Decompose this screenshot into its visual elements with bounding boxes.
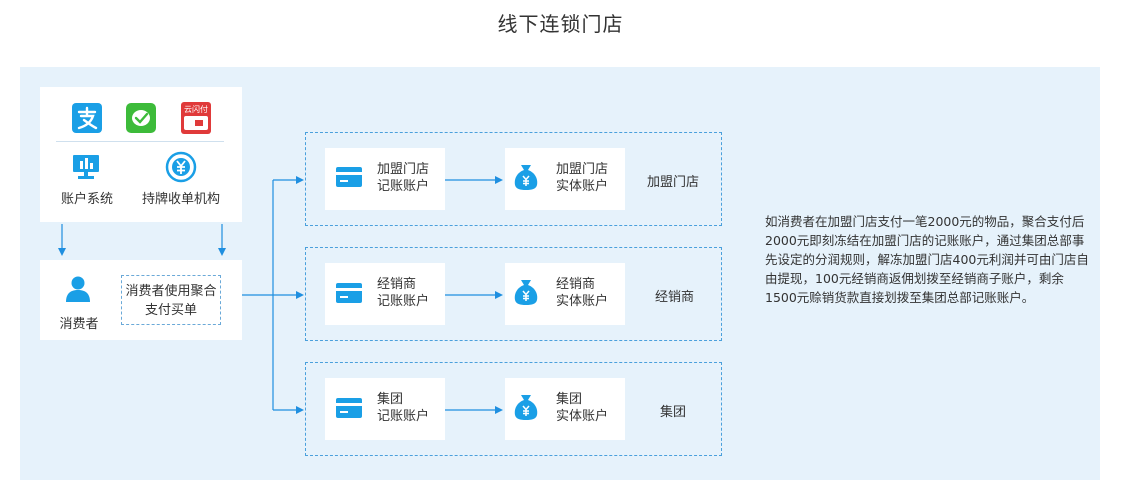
group-label: 集团 [660,405,687,420]
description-text: 如消费者在加盟门店支付一笔2000元的物品，聚合支付后2000元即刻冻结在加盟门… [765,214,1089,305]
account-system-label: 账户系统 [60,192,113,207]
consumer-label: 消费者 [59,317,99,332]
real-account-line1: 集团 [556,392,583,407]
computer-monitor-icon [73,155,99,179]
virtual-account-line2: 记账账户 [377,294,430,309]
card-icon [336,283,362,303]
money-bag-icon [514,165,538,190]
money-bag-icon [514,280,538,305]
unionpay-quickpass-icon [181,102,211,134]
money-bag-icon [514,395,538,420]
virtual-account-line1: 经销商 [377,277,417,292]
card-icon [336,167,362,187]
virtual-account-line1: 集团 [377,392,404,407]
virtual-account-line2: 记账账户 [377,409,430,424]
unionpay-badge-text: 云闪付 [184,105,208,114]
distributor-group [305,247,722,341]
real-account-line2: 实体账户 [556,409,609,424]
group-label: 经销商 [655,290,695,305]
acquirer-label: 持牌收单机构 [141,192,220,207]
headquarters-group [305,362,722,456]
real-account-line1: 加盟门店 [556,162,609,177]
real-account-line1: 经销商 [556,277,596,292]
alipay-icon [72,103,102,133]
yuan-coin-icon [165,151,197,183]
divider [56,141,224,142]
user-icon [66,276,90,302]
virtual-account-line2: 记账账户 [377,179,430,194]
card-icon [336,398,362,418]
franchise-store-group [305,132,722,226]
real-account-line2: 实体账户 [556,294,609,309]
group-label: 加盟门店 [647,175,700,190]
page-title: 线下连锁门店 [497,12,624,36]
real-account-line2: 实体账户 [556,179,609,194]
consumer-action-box: 消费者使用聚合支付买单 [121,275,221,325]
wechat-pay-icon [126,103,156,133]
virtual-account-line1: 加盟门店 [377,162,430,177]
